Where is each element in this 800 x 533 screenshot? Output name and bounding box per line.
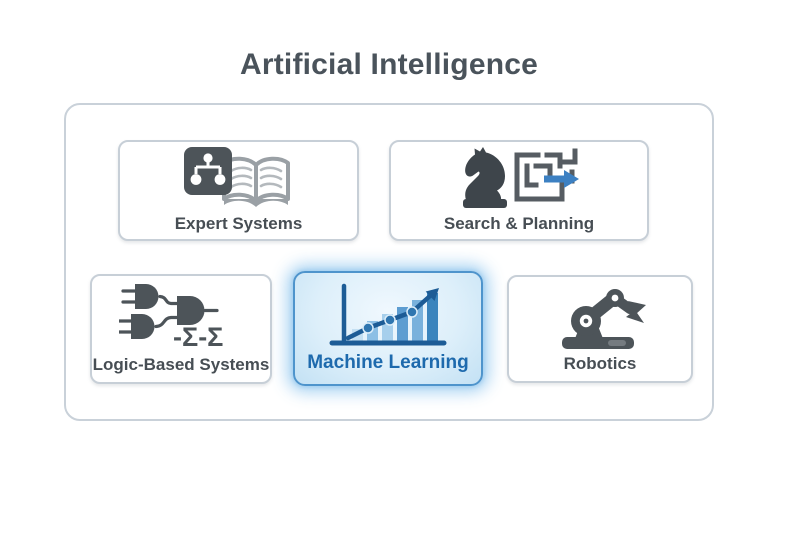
arrow-through-maze [544,170,579,188]
card-machine-learning: Machine Learning [293,271,483,386]
card-robotics: Robotics [507,275,693,383]
card-label: Search & Planning [443,214,595,233]
card-label: Machine Learning [307,352,469,373]
card-expert-systems: Expert Systems [118,140,359,241]
sigma-text: -Σ-Σ [173,322,223,350]
logic-gates-sigma-icon: -Σ-Σ [119,283,223,350]
ai-container-box: Expert Systems [64,103,714,421]
card-label: Logic-Based Systems [92,354,270,374]
card-search-planning: Search & Planning [389,140,649,241]
bar-chart-trend-icon [329,283,447,346]
org-chart-book-icon [183,147,290,207]
page-title: Artificial Intelligence [239,48,538,81]
card-logic-based-systems: -Σ-Σ Logic-Based Systems [90,274,272,384]
card-label: Robotics [563,353,637,373]
card-label: Expert Systems [174,214,303,233]
robot-arm-icon [562,288,646,349]
knight-maze-arrow-icon [463,147,579,208]
